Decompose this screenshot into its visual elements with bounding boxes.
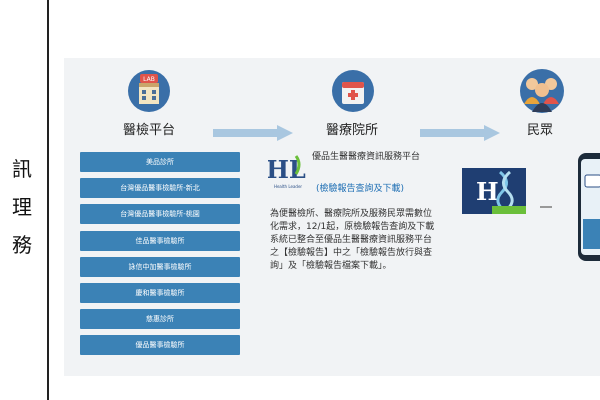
left-char: 理 xyxy=(12,195,32,219)
people-icon xyxy=(520,69,564,113)
service-link[interactable]: (檢驗報告查詢及下載) xyxy=(316,184,405,194)
left-vertical-text: 訊 理 務 xyxy=(0,150,32,264)
logo-caption: Health Leader xyxy=(274,184,302,189)
left-char: 訊 xyxy=(12,157,32,181)
health-leader-logo: HL Health Leader xyxy=(268,155,306,189)
left-char: 務 xyxy=(12,233,32,257)
lab-column-title: 醫檢平台 xyxy=(122,123,175,138)
phone-screen xyxy=(581,159,600,255)
arrow-right-icon xyxy=(213,125,293,141)
lab-list-item[interactable]: 台灣優品醫事檢驗所-新北 xyxy=(80,178,240,199)
clinic-column-title: 醫療院所 xyxy=(325,123,378,138)
service-title: 優品生醫醫療資訊服務平台 xyxy=(312,152,421,162)
phone-mockup xyxy=(578,153,600,261)
lab-list-item[interactable]: 佳品醫事檢驗所 xyxy=(80,230,240,251)
lab-list: 美品診所 台灣優品醫事檢驗所-新北 台灣優品醫事檢驗所-桃園 佳品醫事檢驗所 詠… xyxy=(80,152,240,362)
lab-list-item[interactable]: 台灣優品醫事檢驗所-桃園 xyxy=(80,204,240,225)
logo-letters: HL xyxy=(268,155,306,184)
public-column-title: 民眾 xyxy=(526,123,553,138)
lab-list-item[interactable]: 慶和醫事檢驗所 xyxy=(80,282,240,303)
service-description: 為便醫檢所、醫療院所及服務民眾需數位化需求，12/1起，原檢驗報告查詢及下載系統… xyxy=(270,209,435,271)
dna-banner-image: H xyxy=(462,168,526,214)
lab-list-item[interactable]: 優品醫事檢驗所 xyxy=(80,335,240,356)
lab-list-item[interactable]: 慈惠診所 xyxy=(80,309,240,330)
clinic-icon xyxy=(332,70,374,112)
separator-dash xyxy=(540,206,552,208)
svg-text:H: H xyxy=(476,177,499,206)
lab-badge-text: LAB xyxy=(143,76,155,83)
arrow-right-icon xyxy=(420,125,500,141)
vertical-divider xyxy=(47,0,49,400)
lab-list-item[interactable]: 美品診所 xyxy=(80,152,240,172)
lab-building-icon: LAB xyxy=(128,70,170,112)
lab-list-item[interactable]: 詠信中加醫事檢驗所 xyxy=(80,256,240,277)
phone-app-icon xyxy=(583,174,600,249)
